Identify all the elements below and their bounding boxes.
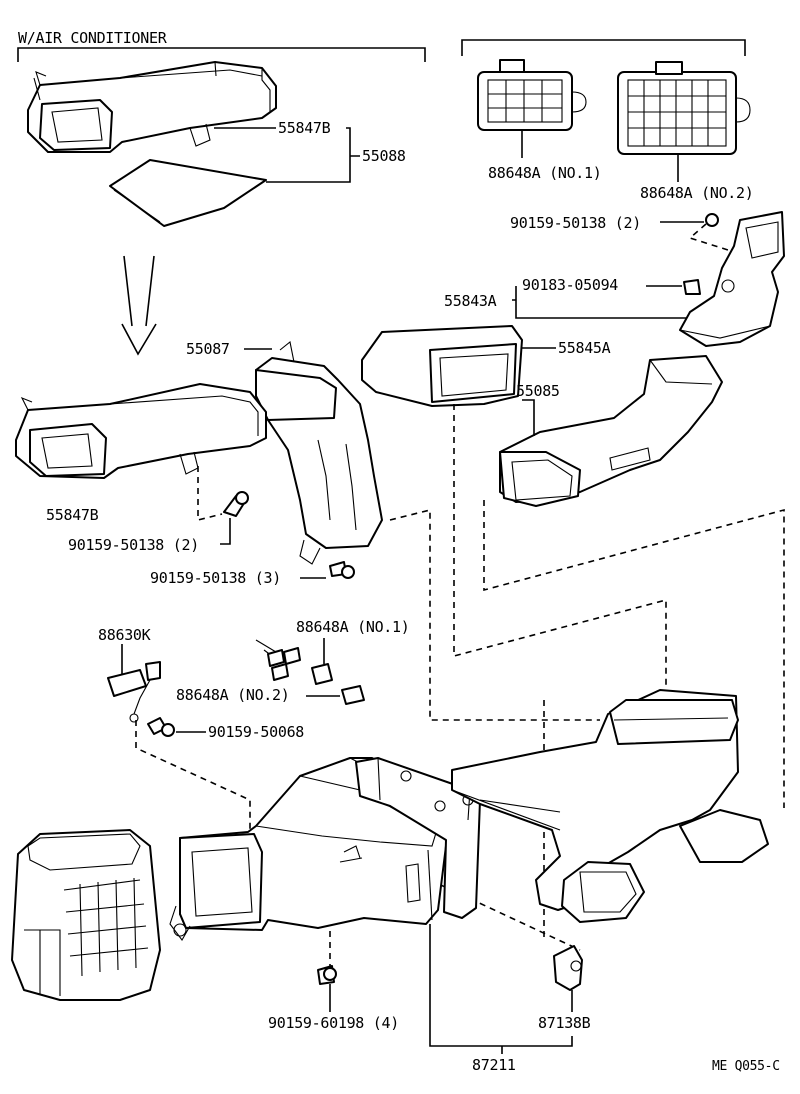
clip-87138b <box>553 945 583 1012</box>
label-55843a: 55843A <box>444 292 497 310</box>
screw-90159-50138-3 <box>300 561 355 579</box>
label-87138b: 87138B <box>538 1014 591 1032</box>
clip-90183-05094 <box>683 279 701 295</box>
label-88648a-no1-top: 88648A (NO.1) <box>488 164 602 182</box>
label-88648a-no2-mid: 88648A (NO.2) <box>176 686 290 704</box>
label-90183-05094: 90183-05094 <box>522 276 618 294</box>
blower-housing-left <box>11 829 161 1001</box>
duct-55085 <box>499 355 723 507</box>
label-88648a-no2-top: 88648A (NO.2) <box>640 184 754 202</box>
leader-55847b-top <box>214 127 360 183</box>
label-88648a-no1-mid: 88648A (NO.1) <box>296 618 410 636</box>
label-87211: 87211 <box>472 1056 516 1074</box>
label-88630k: 88630K <box>98 626 151 644</box>
duct-55843a <box>679 211 785 347</box>
bracket-top-right <box>461 39 746 56</box>
leader-55843a <box>512 285 686 319</box>
label-90159-50068: 90159-50068 <box>208 723 304 741</box>
label-55845a: 55845A <box>558 339 611 357</box>
variant-label: W/AIR CONDITIONER <box>18 29 168 47</box>
label-55847b-top: 55847B <box>278 119 331 137</box>
screw-90159-50138-top <box>660 213 729 251</box>
drawing-code: ME Q055-C <box>712 1059 780 1074</box>
label-55847b-mid: 55847B <box>46 506 99 524</box>
duct-55847b-top <box>27 61 277 153</box>
label-90159-60198-4: 90159-60198 (4) <box>268 1014 399 1032</box>
sensor-88630k <box>107 644 161 723</box>
w-air-conditioner-bracket <box>17 47 426 62</box>
louver-88648a-no1 <box>477 59 587 158</box>
down-arrow-icon <box>121 255 157 356</box>
screw-90159-50138-mid <box>197 466 249 545</box>
screw-90159-60198 <box>317 965 337 1012</box>
label-55087: 55087 <box>186 340 230 358</box>
label-55088: 55088 <box>362 147 406 165</box>
louver-88648a-no2 <box>617 61 751 182</box>
label-90159-50138-2-mid: 90159-50138 (2) <box>68 536 199 554</box>
label-90159-50138-3: 90159-50138 (3) <box>150 569 281 587</box>
duct-55087 <box>244 341 383 565</box>
screw-90159-50068 <box>147 717 206 737</box>
duct-55847b-mid <box>15 383 267 479</box>
air-distribution-duct <box>451 689 769 923</box>
gasket-55088-pad <box>109 159 267 227</box>
knob-88648a-no2 <box>306 685 365 705</box>
knob-88648a-no1 <box>255 638 333 685</box>
leader-87211 <box>429 924 573 1054</box>
label-90159-50138-2-top: 90159-50138 (2) <box>510 214 641 232</box>
duct-55845a <box>361 325 556 407</box>
label-55085: 55085 <box>516 382 560 400</box>
